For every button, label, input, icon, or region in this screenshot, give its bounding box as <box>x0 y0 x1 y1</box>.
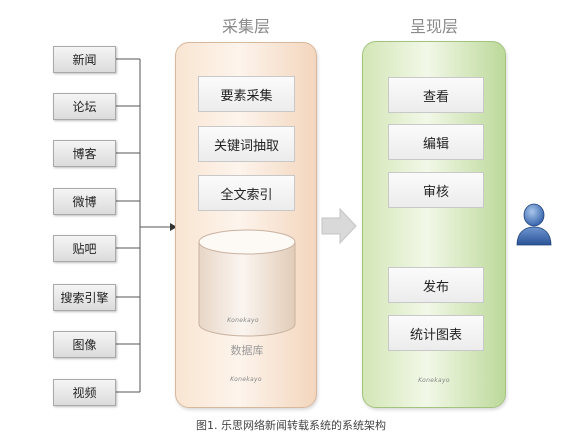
source-news: 新闻 <box>53 46 116 73</box>
collection-watermark: Konekayo <box>230 376 262 383</box>
module-view: 查看 <box>388 77 484 113</box>
database-watermark: Konekayo <box>227 317 259 324</box>
source-label: 搜索引擎 <box>60 291 109 305</box>
database-icon <box>198 229 296 337</box>
source-label: 新闻 <box>72 53 97 67</box>
source-label: 博客 <box>72 147 97 161</box>
source-weibo: 微博 <box>53 188 116 215</box>
source-label: 图像 <box>72 338 97 352</box>
module-statistics-chart: 统计图表 <box>388 315 484 351</box>
module-label: 编辑 <box>422 136 449 152</box>
user-icon <box>516 203 552 246</box>
database-label: 数据库 <box>230 344 264 357</box>
module-label: 审核 <box>422 184 449 200</box>
source-blog: 博客 <box>53 140 116 167</box>
module-label: 关键词抽取 <box>213 138 279 154</box>
presentation-watermark: Konekayo <box>418 377 450 384</box>
module-label: 全文索引 <box>220 187 273 203</box>
module-fulltext-index: 全文索引 <box>198 175 295 211</box>
source-forum: 论坛 <box>53 93 116 120</box>
module-label: 要素采集 <box>220 88 273 104</box>
module-element-collection: 要素采集 <box>198 76 295 112</box>
source-label: 论坛 <box>72 100 97 114</box>
source-tieba: 贴吧 <box>53 235 116 262</box>
connector-arrowhead <box>170 223 177 231</box>
module-label: 查看 <box>422 89 449 105</box>
module-label: 发布 <box>422 279 449 295</box>
module-review: 审核 <box>388 172 484 208</box>
module-publish: 发布 <box>388 267 484 303</box>
source-label: 微博 <box>72 195 97 209</box>
source-video: 视频 <box>53 379 116 406</box>
module-keyword-extraction: 关键词抽取 <box>198 126 295 162</box>
right-arrow-icon <box>321 207 357 245</box>
source-label: 视频 <box>72 386 97 400</box>
source-image: 图像 <box>53 331 116 358</box>
source-label: 贴吧 <box>72 242 97 256</box>
figure-caption: 图1. 乐思网络新闻转载系统的系统架构 <box>196 419 386 432</box>
presentation-layer-title: 呈现层 <box>409 17 458 36</box>
module-edit: 编辑 <box>388 124 484 160</box>
source-search-engine: 搜索引擎 <box>53 284 116 311</box>
collection-layer-title: 采集层 <box>221 17 270 36</box>
module-label: 统计图表 <box>409 327 462 343</box>
